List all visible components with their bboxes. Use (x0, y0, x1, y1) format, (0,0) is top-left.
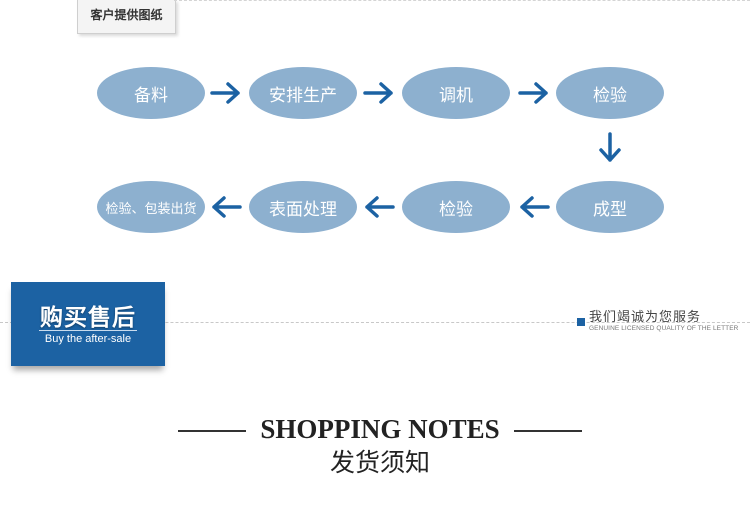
service-square-icon (577, 318, 585, 326)
after-sale-title: 购买售后 (40, 305, 136, 331)
arrow-left-icon (363, 196, 395, 218)
service-slogan-en: GENUINE LICENSED QUALITY OF THE LETTER (589, 325, 739, 332)
top-divider (174, 0, 750, 3)
shipping-notice-title: 发货须知 (329, 448, 430, 477)
service-slogan: 我们竭诚为您服务 (589, 310, 702, 325)
arrow-down-icon (599, 132, 621, 164)
arrow-right-icon (210, 82, 242, 104)
notes-rule-left (178, 430, 246, 432)
notes-rule-right (514, 430, 582, 432)
section-divider (0, 322, 750, 323)
flow-node-inspection-packing: 检验、包装出货 (97, 181, 205, 233)
flow-node-production: 安排生产 (249, 67, 357, 119)
customer-drawing-label: 客户提供图纸 (77, 0, 176, 34)
arrow-left-icon (518, 196, 550, 218)
after-sale-banner: 购买售后 Buy the after-sale (11, 282, 165, 366)
flow-node-forming: 成型 (556, 181, 664, 233)
shopping-notes-title: SHOPPING NOTES (260, 414, 500, 444)
after-sale-subtitle: Buy the after-sale (44, 333, 132, 345)
arrow-right-icon (363, 82, 395, 104)
flow-node-material: 备料 (97, 67, 205, 119)
flow-node-setup: 调机 (402, 67, 510, 119)
arrow-left-icon (210, 196, 242, 218)
flow-node-surface-treatment: 表面处理 (249, 181, 357, 233)
after-sale-underline (39, 330, 137, 331)
flow-node-inspection-1: 检验 (556, 67, 664, 119)
flow-node-inspection-2: 检验 (402, 181, 510, 233)
arrow-right-icon (518, 82, 550, 104)
